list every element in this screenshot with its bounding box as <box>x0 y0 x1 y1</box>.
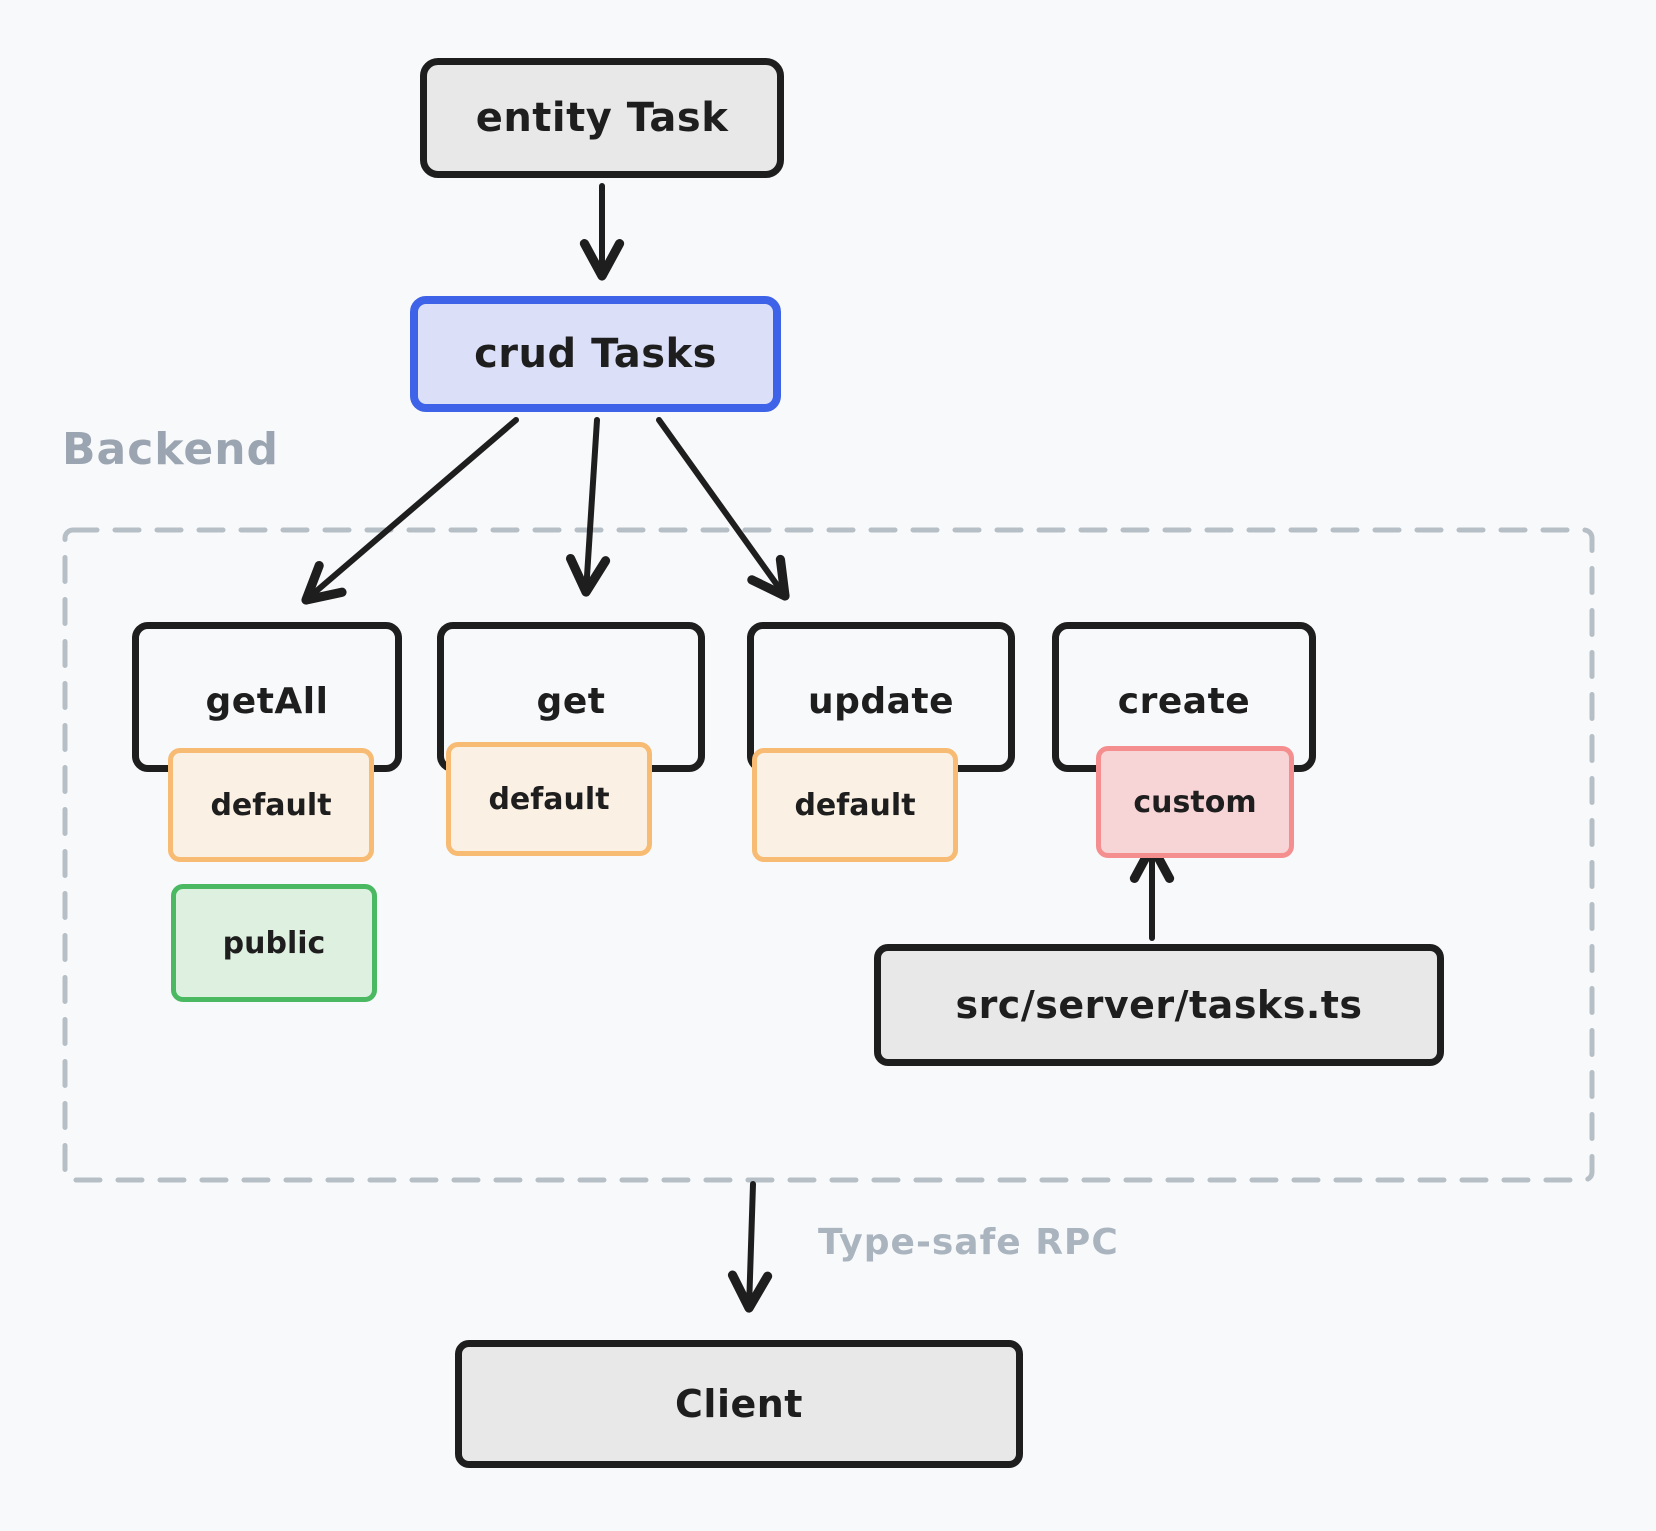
crud-tasks-label: crud Tasks <box>474 331 717 377</box>
rpc-edge-label: Type-safe RPC <box>818 1222 1119 1263</box>
op-get-label: get <box>536 681 606 722</box>
source-file-node: src/server/tasks.ts <box>874 944 1444 1066</box>
arrow-crud-to-update <box>656 417 790 601</box>
client-label: Client <box>675 1382 803 1426</box>
arrow-crud-to-getall <box>301 417 519 605</box>
backend-region-label: Backend <box>62 424 280 475</box>
crud-tasks-node: crud Tasks <box>410 296 781 412</box>
op-create-label: create <box>1117 681 1251 722</box>
arrow-backend-to-client <box>727 1181 773 1313</box>
badge-get-default: default <box>446 742 652 856</box>
badge-get-default-label: default <box>488 781 610 817</box>
client-node: Client <box>455 1340 1023 1468</box>
badge-update-default-label: default <box>794 787 916 823</box>
badge-update-default: default <box>752 748 958 862</box>
entity-task-node: entity Task <box>420 58 784 178</box>
op-update-label: update <box>807 681 955 722</box>
badge-getall-default-label: default <box>210 787 332 823</box>
badge-getall-public: public <box>171 884 377 1002</box>
badge-create-custom-label: custom <box>1133 784 1257 820</box>
badge-getall-default: default <box>168 748 374 862</box>
op-getall-label: getAll <box>205 681 329 722</box>
entity-task-label: entity Task <box>475 95 729 141</box>
arrow-crud-to-get <box>565 417 611 597</box>
backend-boundary <box>62 527 1595 1183</box>
source-file-label: src/server/tasks.ts <box>955 983 1363 1027</box>
badge-create-custom: custom <box>1096 746 1294 858</box>
badge-getall-public-label: public <box>222 925 326 961</box>
